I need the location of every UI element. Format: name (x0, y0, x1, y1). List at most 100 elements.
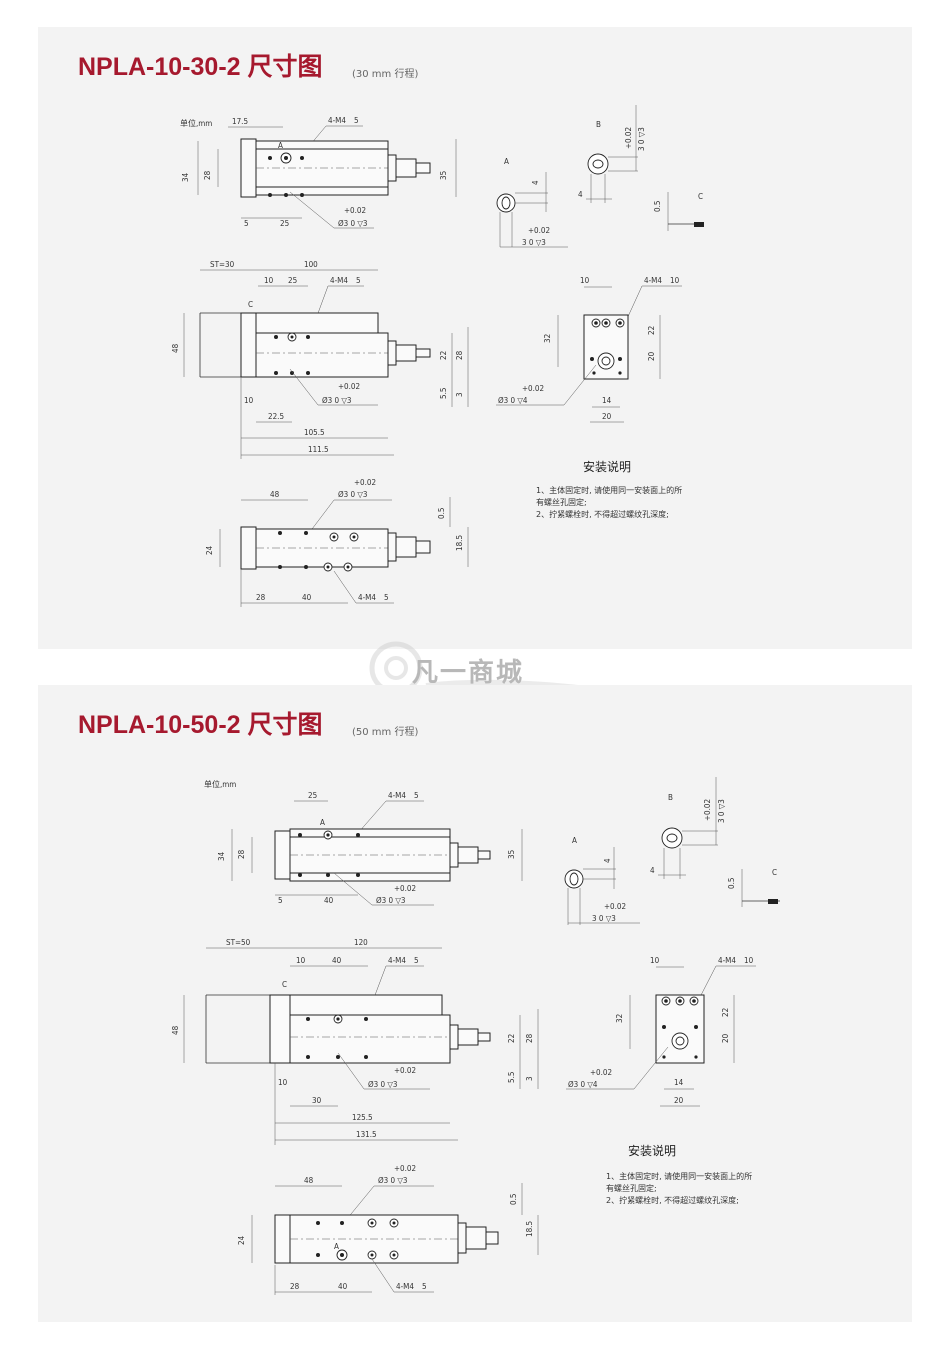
dim-end-tol: +0.02 (522, 384, 544, 393)
detail-b-label: B (668, 793, 673, 802)
dim-bot-tol: +0.02 (394, 1164, 416, 1173)
dim-side-len: 120 (354, 938, 368, 947)
dim-side-22: 22 (439, 351, 448, 360)
panel-subtitle: (50 mm 行程) (352, 727, 419, 738)
svg-text:A: A (320, 818, 325, 827)
install-note-1: 1、主体固定时, 请使用同一安装面上的所 (606, 1171, 752, 1181)
dim-side-48: 48 (171, 343, 180, 353)
dim-side-28: 28 (525, 1033, 534, 1043)
dim-side-3: 3 (455, 392, 464, 397)
dim-bot-28: 28 (256, 593, 266, 602)
panel-title: NPLA-10-50-2 尺寸图 (78, 711, 323, 739)
dim-end-20: 20 (647, 351, 656, 361)
dim-side-22: 22 (507, 1034, 516, 1043)
dim-top-b1: 5 (244, 219, 249, 228)
install-note-2: 有螺丝孔固定; (606, 1183, 657, 1193)
dim-top-b2: 40 (324, 896, 334, 905)
dim-side-b2: 111.5 (308, 445, 329, 454)
dim-side-b2: 131.5 (356, 1130, 377, 1139)
install-notes: 安装说明 1、主体固定时, 请使用同一安装面上的所 有螺丝孔固定; 2、拧紧螺栓… (606, 1143, 752, 1205)
dim-side-thread: 4-M4 (388, 956, 406, 965)
dim-bot-24: 24 (237, 1235, 246, 1245)
dim-end-10: 10 (650, 956, 660, 965)
dim-end-20: 20 (721, 1033, 730, 1043)
dim-bot-48: 48 (304, 1176, 314, 1185)
detail-a-tol: +0.02 (528, 226, 550, 235)
dim-side-48: 48 (171, 1025, 180, 1035)
dim-top-h1: 34 (181, 172, 190, 182)
dim-bot-depth: 5 (422, 1282, 427, 1291)
end-view: 10 4-M4 10 32 22 20 +0.02 Ø3 0 ▽4 14 20 (496, 276, 682, 423)
dim-side-25: 40 (332, 956, 342, 965)
dim-side-55: 5.5 (507, 1072, 516, 1083)
dim-end-22: 22 (647, 326, 656, 335)
detail-b-4: 4 (650, 866, 655, 875)
detail-b-tol: +0.02 (703, 799, 712, 821)
dim-end-depth: 10 (670, 276, 680, 285)
panel-subtitle: (30 mm 行程) (352, 69, 419, 80)
dim-side-thread: 4-M4 (330, 276, 348, 285)
dim-bot-40: 40 (338, 1282, 348, 1291)
dim-end-depth: 10 (744, 956, 754, 965)
dim-end-thread: 4-M4 (644, 276, 662, 285)
detail-a-label: A (504, 157, 509, 166)
dim-side-28: 28 (455, 350, 464, 360)
detail-c-05: 0.5 (727, 878, 736, 889)
dim-bot-28: 28 (290, 1282, 300, 1291)
detail-a-4: 4 (531, 180, 540, 185)
dim-side-b225: 22.5 (268, 412, 284, 421)
detail-c-label: C (698, 192, 703, 201)
dim-end-hole: Ø3 0 ▽4 (568, 1079, 598, 1089)
detail-a-hole: 3 0 ▽3 (522, 238, 546, 247)
install-note-1: 1、主体固定时, 请使用同一安装面上的所 (536, 485, 682, 495)
dim-bot-40: 40 (302, 593, 312, 602)
top-view: 单位,mm 25 4-M4 5 A 34 28 35 5 (204, 779, 523, 906)
dim-end-hole: Ø3 0 ▽4 (498, 395, 528, 405)
dim-end-thread: 4-M4 (718, 956, 736, 965)
dim-top-tol: +0.02 (394, 884, 416, 893)
dim-top-h3: 35 (439, 171, 448, 180)
dim-top-b2: 25 (280, 219, 289, 228)
dim-side-tol: +0.02 (394, 1066, 416, 1075)
install-note-3: 2、拧紧螺栓时, 不得超过螺纹孔深度; (606, 1195, 739, 1205)
detail-views: A 4 +0.02 3 0 ▽3 B +0.02 3 0 ▽3 4 C 0.5 (496, 105, 704, 248)
dim-end-20b: 20 (674, 1096, 684, 1105)
dim-top-a: 17.5 (232, 117, 248, 126)
dim-side-c: C (282, 980, 287, 989)
dim-top-h2: 28 (203, 170, 212, 180)
dim-top-depth: 5 (354, 116, 359, 125)
dim-side-10: 10 (296, 956, 306, 965)
install-note-2: 有螺丝孔固定; (536, 497, 587, 507)
dim-bot-05: 0.5 (437, 508, 446, 519)
dim-bot-185: 18.5 (455, 535, 464, 551)
dim-top-thread: 4-M4 (388, 791, 406, 800)
dim-side-hole: Ø3 0 ▽3 (368, 1079, 398, 1089)
dim-side-hole: Ø3 0 ▽3 (322, 395, 352, 405)
dim-top-h2: 28 (237, 849, 246, 859)
watermark-text: 凡一商城 (412, 658, 525, 688)
detail-b-tol: +0.02 (624, 127, 633, 149)
dim-side-len: 100 (304, 260, 318, 269)
dim-side-depth: 5 (414, 956, 419, 965)
side-view: ST=50 120 10 40 4-M4 5 C A 48 (171, 938, 539, 1145)
detail-a-tol: +0.02 (604, 902, 626, 911)
detail-a-hole: 3 0 ▽3 (592, 914, 616, 923)
dimension-drawing: 单位,mm 17.5 4-M4 5 A 34 28 35 5 (171, 105, 704, 607)
dim-bot-185: 18.5 (525, 1221, 534, 1237)
side-view: ST=30 100 10 25 4-M4 5 C A 48 (171, 260, 469, 459)
dim-end-14: 14 (674, 1078, 684, 1087)
bottom-view: 48 +0.02 Ø3 0 ▽3 0.5 18.5 24 28 (205, 478, 469, 607)
dim-top-h1: 34 (217, 851, 226, 861)
detail-b-label: B (596, 120, 601, 129)
dim-bot-hole: Ø3 0 ▽3 (338, 489, 368, 499)
dim-bot-depth: 5 (384, 593, 389, 602)
end-view: 10 4-M4 10 32 22 20 +0.02 Ø3 0 ▽4 14 20 (566, 956, 756, 1107)
panel-title: NPLA-10-30-2 尺寸图 (78, 53, 323, 81)
unit-label: 单位,mm (204, 779, 236, 789)
dim-side-b1: 105.5 (304, 428, 325, 437)
dim-side-b1: 125.5 (352, 1113, 373, 1122)
dim-side-25: 25 (288, 276, 297, 285)
install-title: 安装说明 (583, 459, 631, 474)
top-view: 单位,mm 17.5 4-M4 5 A 34 28 35 5 (180, 116, 457, 229)
dim-side-c: C (248, 300, 253, 309)
